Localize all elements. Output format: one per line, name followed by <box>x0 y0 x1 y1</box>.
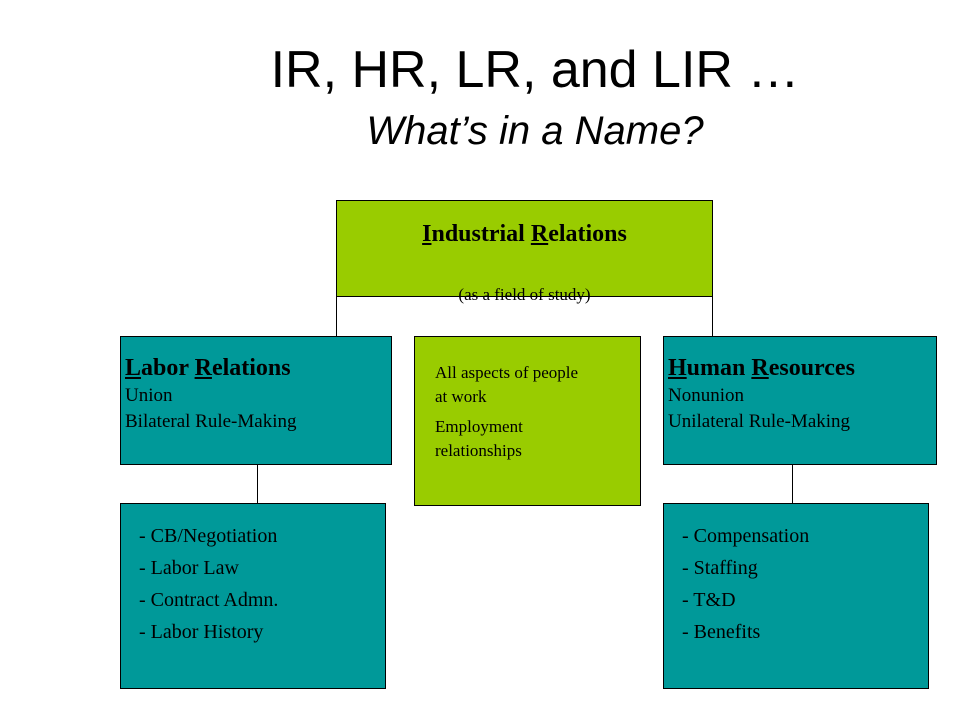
labor-relations-box: Labor Relations Union Bilateral Rule-Mak… <box>120 336 392 465</box>
connector-hr-details <box>792 464 793 504</box>
connector-ir-right <box>712 296 713 337</box>
lr-detail-item: - CB/Negotiation <box>139 525 278 547</box>
industrial-relations-box: Industrial Relations <box>336 200 713 297</box>
lr-detail-item: - Labor Law <box>139 557 239 579</box>
connector-lr-details <box>257 464 258 504</box>
lr-detail-item: - Contract Admn. <box>139 589 279 611</box>
hr-detail-item: - Benefits <box>682 621 761 643</box>
labor-relations-line-2: Bilateral Rule-Making <box>125 411 297 432</box>
people-at-work-box: All aspects of people at work Employment… <box>414 336 641 506</box>
industrial-relations-title: Industrial Relations <box>422 221 627 247</box>
human-resources-line-1: Nonunion <box>668 385 744 406</box>
slide-subtitle: What’s in a Name? <box>366 109 704 153</box>
hr-detail-item: - Compensation <box>682 525 810 547</box>
human-resources-line-2: Unilateral Rule-Making <box>668 411 851 432</box>
labor-relations-title: Labor Relations <box>125 355 291 381</box>
hr-detail-item: - T&D <box>682 589 736 611</box>
hr-detail-item: - Staffing <box>682 557 758 579</box>
employment-relationships-text: Employment relationships <box>435 417 523 460</box>
labor-relations-details-box: - CB/Negotiation - Labor Law - Contract … <box>120 503 386 689</box>
human-resources-details-box: - Compensation - Staffing - T&D - Benefi… <box>663 503 929 689</box>
human-resources-title: Human Resources <box>668 355 855 381</box>
connector-ir-left <box>336 296 337 337</box>
field-of-study-note: (as a field of study) <box>458 285 591 304</box>
human-resources-box: Human Resources Nonunion Unilateral Rule… <box>663 336 937 465</box>
people-at-work-text: All aspects of people at work <box>435 363 579 406</box>
lr-detail-item: - Labor History <box>139 621 264 643</box>
slide-title: IR, HR, LR, and LIR … <box>270 41 800 99</box>
labor-relations-line-1: Union <box>125 385 173 406</box>
